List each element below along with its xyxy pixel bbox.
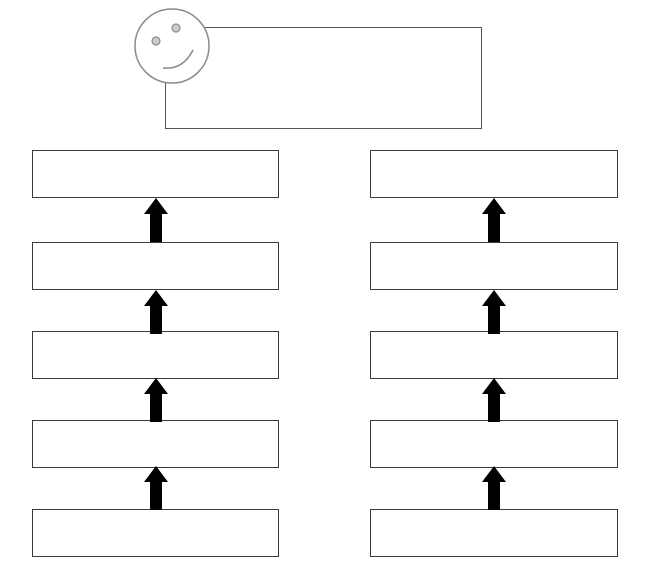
right-box-2-text: [371, 243, 617, 289]
up-arrow-icon: [144, 378, 168, 422]
left-box-2-text: [33, 243, 278, 289]
up-arrow-icon: [482, 466, 506, 510]
speech-text: [220, 28, 471, 128]
up-arrow-icon: [144, 466, 168, 510]
up-arrow-icon: [144, 290, 168, 334]
left-box-5: [32, 509, 279, 557]
right-box-4-text: [371, 421, 617, 467]
right-box-1-text: [371, 151, 617, 197]
up-arrow-icon: [144, 198, 168, 242]
left-box-3: [32, 331, 279, 379]
right-box-1: [370, 150, 618, 198]
right-box-5: [370, 509, 618, 557]
smiley-face-icon: [133, 8, 213, 88]
left-box-4: [32, 420, 279, 468]
left-box-2: [32, 242, 279, 290]
right-box-4: [370, 420, 618, 468]
right-box-3: [370, 331, 618, 379]
speech-box: [165, 27, 482, 129]
left-box-3-text: [33, 332, 278, 378]
left-box-5-text: [33, 510, 278, 556]
up-arrow-icon: [482, 378, 506, 422]
left-box-1: [32, 150, 279, 198]
right-box-3-text: [371, 332, 617, 378]
left-box-1-text: [33, 151, 278, 197]
up-arrow-icon: [482, 198, 506, 242]
up-arrow-icon: [482, 290, 506, 334]
right-box-5-text: [371, 510, 617, 556]
right-box-2: [370, 242, 618, 290]
left-box-4-text: [33, 421, 278, 467]
